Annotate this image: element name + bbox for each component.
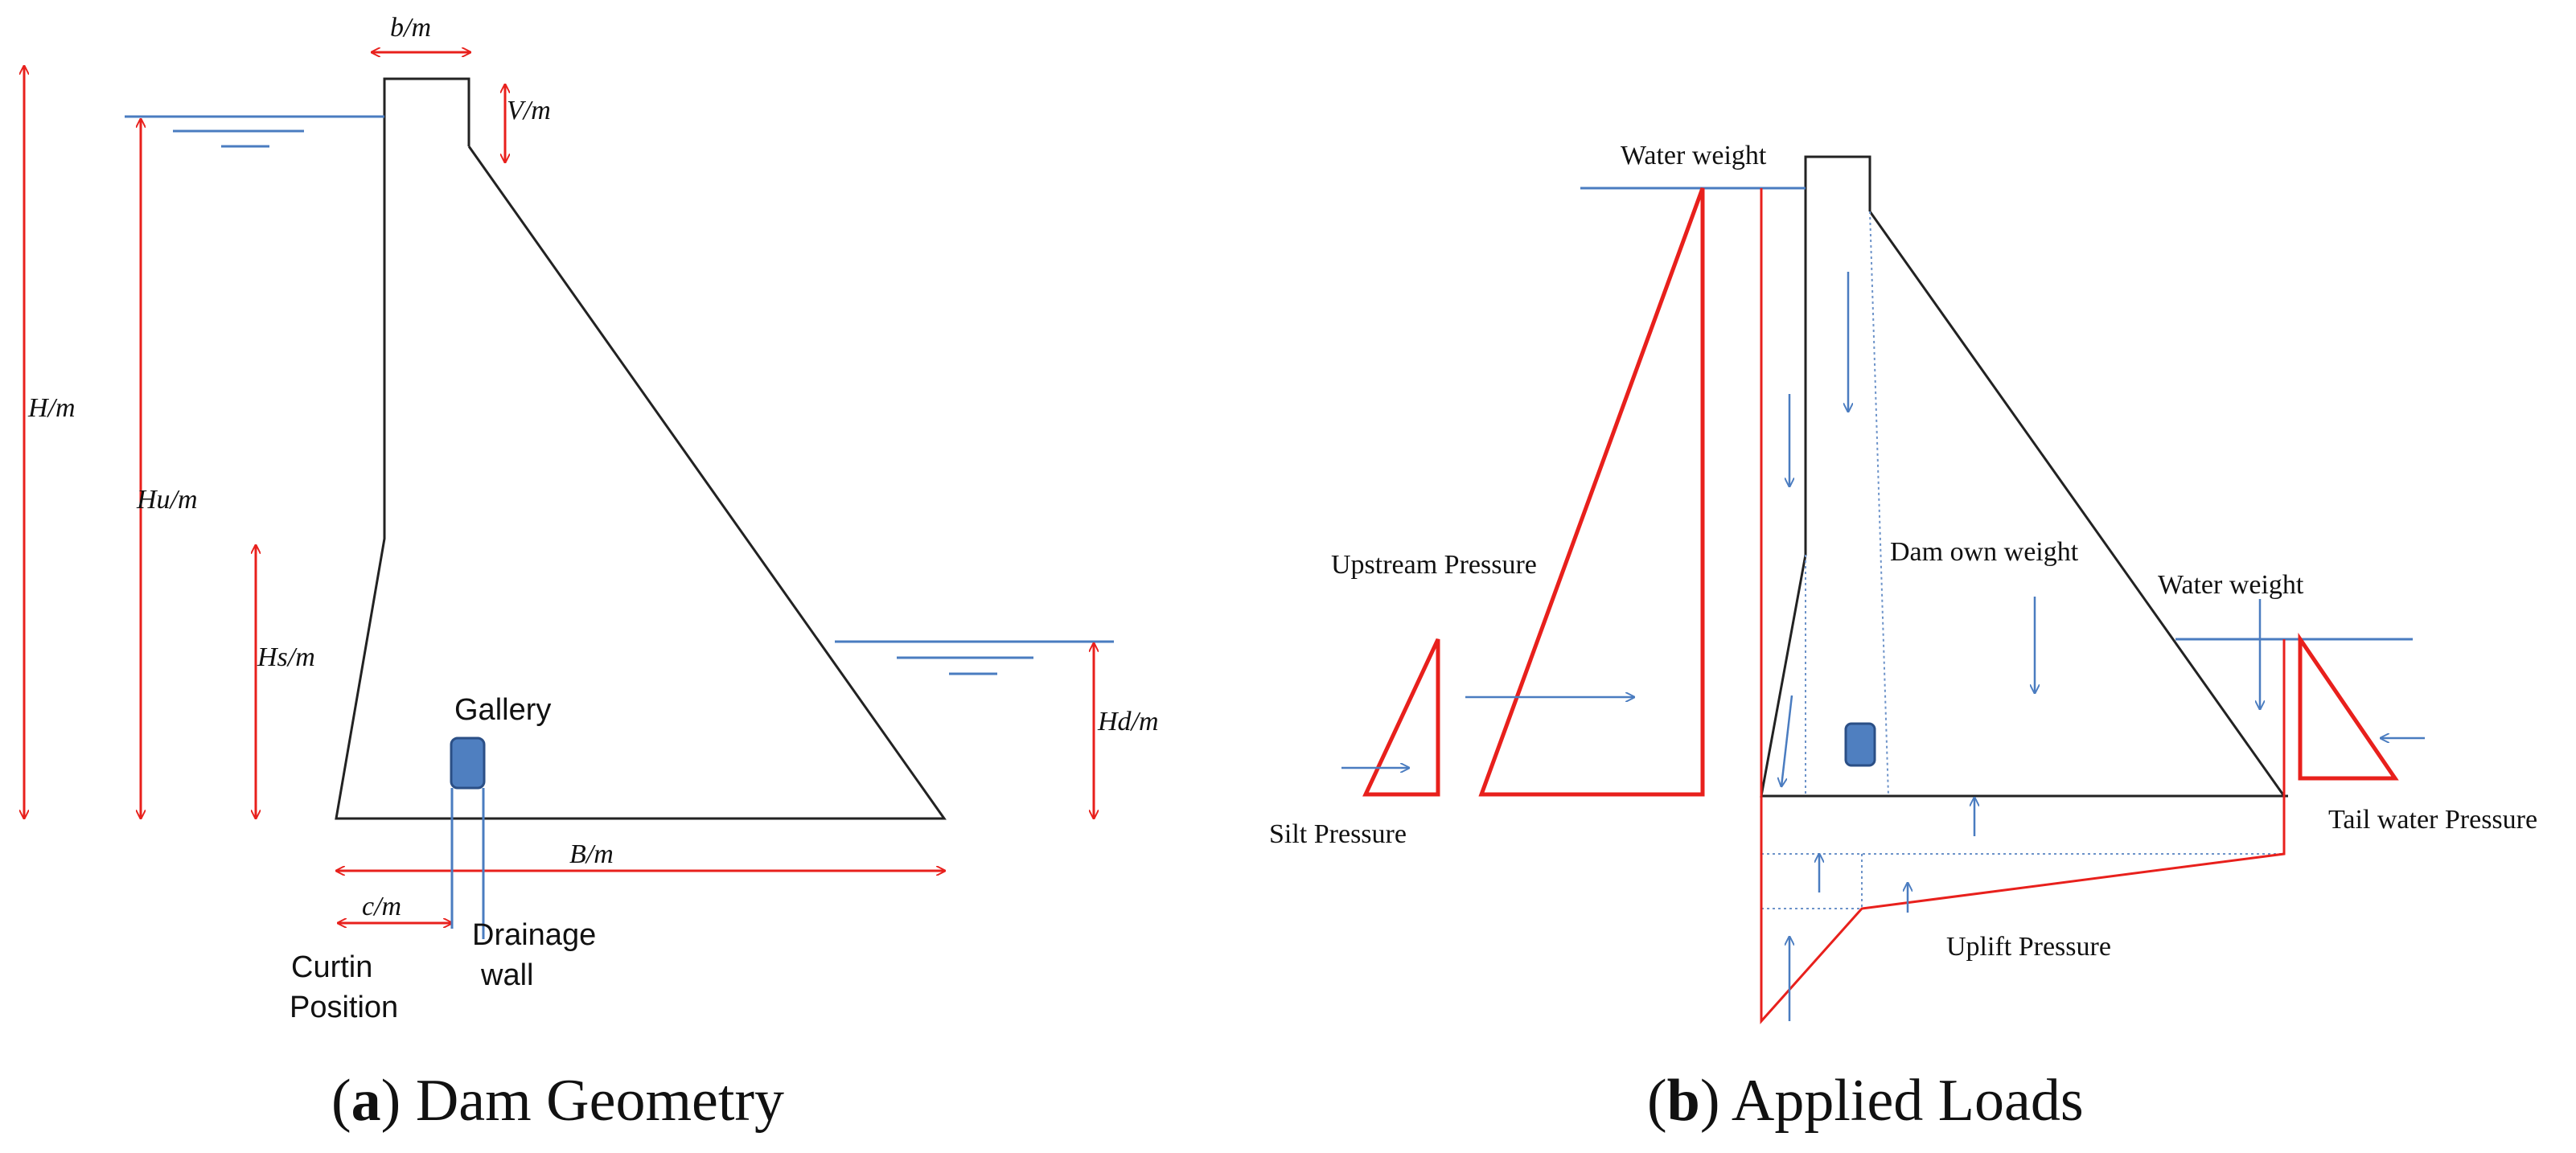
label-curtin-1: Curtin [291, 950, 372, 984]
dimension-arrows [24, 52, 1094, 923]
gallery-box-b [1844, 722, 1876, 767]
load-arrows [1341, 272, 2425, 1021]
label-water-weight-top: Water weight [1621, 141, 1767, 170]
label-hu: Hu/m [136, 485, 198, 515]
caption-b: (b) Applied Loads [1647, 1068, 2084, 1134]
panel-b-applied-loads: Water weight Upstream Pressure Dam own w… [1269, 141, 2537, 1134]
label-dam-own-weight: Dam own weight [1890, 537, 2079, 567]
downstream-water-level [835, 640, 1114, 675]
uplift-pressure-diagram [1760, 796, 2286, 1024]
panel-a-dam-geometry: b/m V/m H/m Hu/m Hs/m Hd/m B/m c/m Galle… [24, 13, 1159, 1134]
label-c: c/m [362, 892, 401, 921]
tail-water-pressure-triangle [2298, 632, 2399, 781]
label-b: b/m [390, 13, 431, 43]
caption-a: (a) Dam Geometry [331, 1068, 784, 1134]
label-v: V/m [507, 96, 551, 125]
label-gallery: Gallery [454, 693, 551, 727]
upstream-water-level [125, 115, 384, 148]
label-hs: Hs/m [257, 642, 315, 672]
label-curtin-2: Position [290, 991, 398, 1024]
dotted-construction-lines [1761, 211, 2284, 909]
label-bb: B/m [569, 839, 614, 869]
label-upstream-pressure: Upstream Pressure [1331, 550, 1537, 580]
slope-arrow [1781, 695, 1793, 786]
label-uplift-pressure: Uplift Pressure [1946, 932, 2111, 962]
dam-outline-b [1760, 155, 2286, 798]
label-drainage-1: Drainage [472, 918, 596, 952]
label-hd: Hd/m [1097, 707, 1159, 737]
silt-pressure-triangle [1362, 638, 1440, 797]
upstream-pressure-triangle [1478, 187, 1705, 797]
label-silt-pressure: Silt Pressure [1269, 819, 1407, 849]
label-tail-water-pressure: Tail water Pressure [2328, 805, 2537, 835]
label-water-weight-right: Water weight [2158, 570, 2304, 600]
label-h: H/m [27, 393, 76, 423]
dam-outline-a [335, 77, 947, 820]
label-drainage-2: wall [480, 958, 533, 992]
gallery-box [450, 737, 486, 790]
